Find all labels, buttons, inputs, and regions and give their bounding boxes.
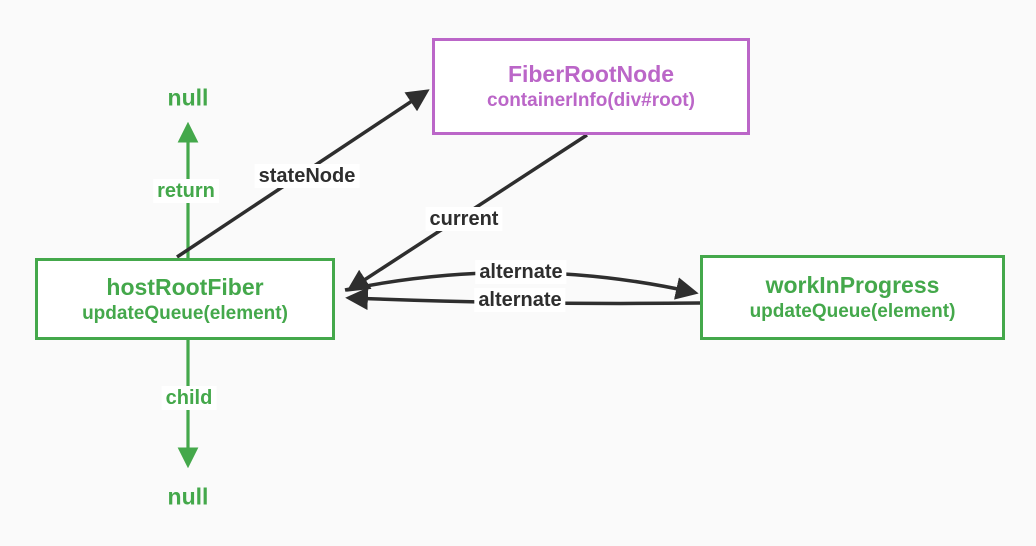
work-in-progress-title: workInProgress (765, 272, 940, 299)
fiber-root-node-subtitle: containerInfo(div#root) (487, 90, 695, 111)
host-root-fiber-box: hostRootFiber updateQueue(element) (35, 258, 335, 340)
work-in-progress-subtitle: updateQueue(element) (749, 301, 956, 322)
null-top-label: null (167, 84, 209, 111)
host-root-fiber-subtitle: updateQueue(element) (82, 302, 288, 324)
alternate-top-edge-label: alternate (475, 260, 567, 284)
child-edge-label: child (161, 386, 217, 410)
return-edge-label: return (153, 179, 219, 203)
fiber-root-node-title: FiberRootNode (507, 61, 675, 88)
work-in-progress-box: workInProgress updateQueue(element) (700, 255, 1005, 340)
alternate-bottom-edge-label: alternate (474, 288, 566, 312)
fiber-root-node-box: FiberRootNode containerInfo(div#root) (432, 38, 750, 135)
state-node-edge-label: stateNode (254, 164, 360, 188)
null-bottom-label: null (167, 483, 209, 510)
host-root-fiber-title: hostRootFiber (106, 273, 264, 300)
current-edge-label: current (425, 207, 503, 231)
